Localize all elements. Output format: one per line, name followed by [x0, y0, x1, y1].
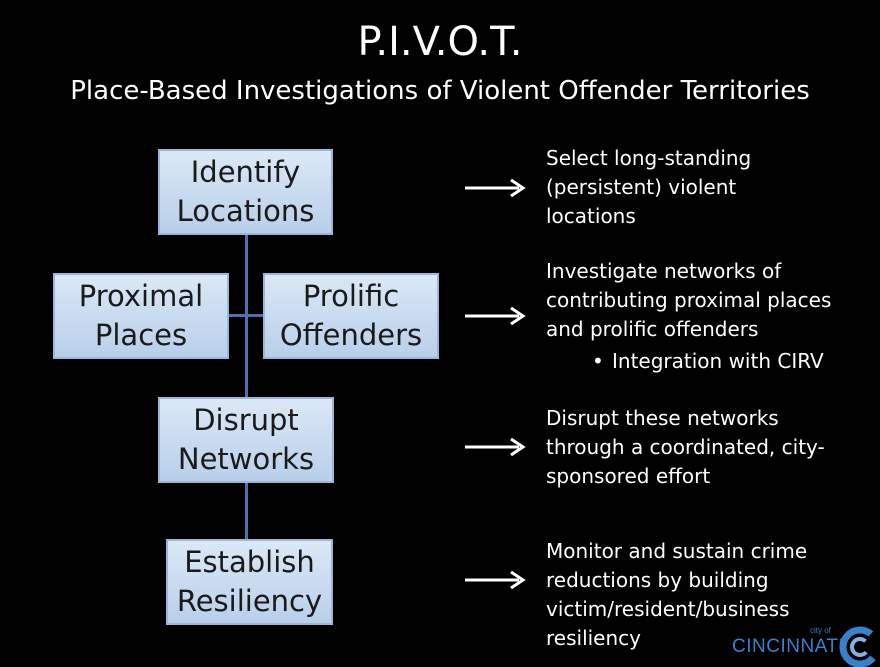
- vertical-connector: [245, 234, 248, 544]
- disrupt-networks-box: Disrupt Networks: [158, 397, 334, 483]
- establish-resiliency-box: Establish Resiliency: [166, 539, 333, 625]
- logo-name: CINCINNATI: [732, 636, 845, 657]
- arrow-right-icon: [465, 178, 526, 198]
- cincinnati-c-logo-icon: [839, 626, 878, 667]
- proximal-places-box: Proximal Places: [53, 273, 229, 359]
- identify-locations-box: Identify Locations: [158, 149, 333, 235]
- investigate-description: Investigate networks of contributing pro…: [546, 259, 832, 341]
- prolific-offenders-box: Prolific Offenders: [263, 273, 439, 359]
- city-of-cincinnati-logo: city of CINCINNATI: [732, 626, 880, 667]
- bullet-icon: •: [592, 349, 604, 373]
- arrow-right-icon: [465, 570, 526, 590]
- integration-bullet: • Integration with CIRV: [592, 347, 824, 376]
- arrow-right-icon: [465, 306, 526, 326]
- disrupt-description: Disrupt these networks through a coordin…: [546, 406, 825, 488]
- logo-city-of: city of: [810, 626, 831, 635]
- monitor-description: Monitor and sustain crime reductions by …: [546, 539, 808, 650]
- arrow-right-icon: [465, 437, 526, 457]
- horizontal-connector: [229, 314, 264, 317]
- integration-bullet-text: Integration with CIRV: [612, 349, 824, 373]
- slide-subtitle: Place-Based Investigations of Violent Of…: [70, 76, 810, 106]
- identify-description: Select long-standing (persistent) violen…: [546, 146, 752, 228]
- slide-title: P.I.V.O.T.: [357, 19, 523, 65]
